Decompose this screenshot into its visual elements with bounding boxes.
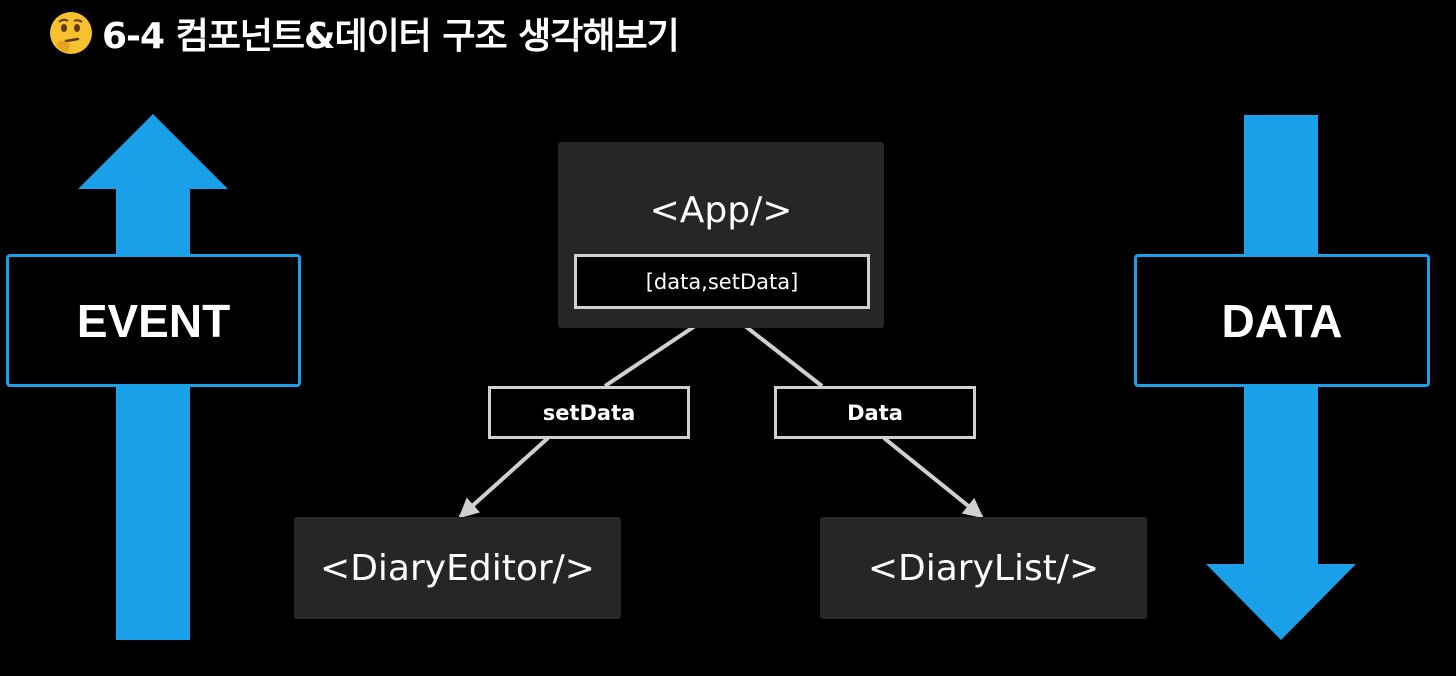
page-title: 6-4 컴포넌트&데이터 구조 생각해보기 — [48, 8, 680, 58]
edge-setdata-to-editor — [458, 436, 550, 519]
data-prop-box: Data — [774, 386, 976, 439]
app-component-label: <App/> — [649, 190, 793, 231]
diary-editor-component: <DiaryEditor/> — [294, 517, 621, 619]
setdata-prop-box: setData — [488, 386, 690, 439]
diary-list-component: <DiaryList/> — [820, 517, 1147, 619]
app-state-box: [data,setData] — [574, 254, 870, 309]
edge-data-to-list — [882, 436, 984, 519]
data-label: DATA — [1134, 254, 1430, 387]
event-label: EVENT — [6, 254, 301, 387]
page-title-text: 6-4 컴포넌트&데이터 구조 생각해보기 — [102, 16, 680, 57]
thinking-face-icon — [50, 12, 92, 54]
